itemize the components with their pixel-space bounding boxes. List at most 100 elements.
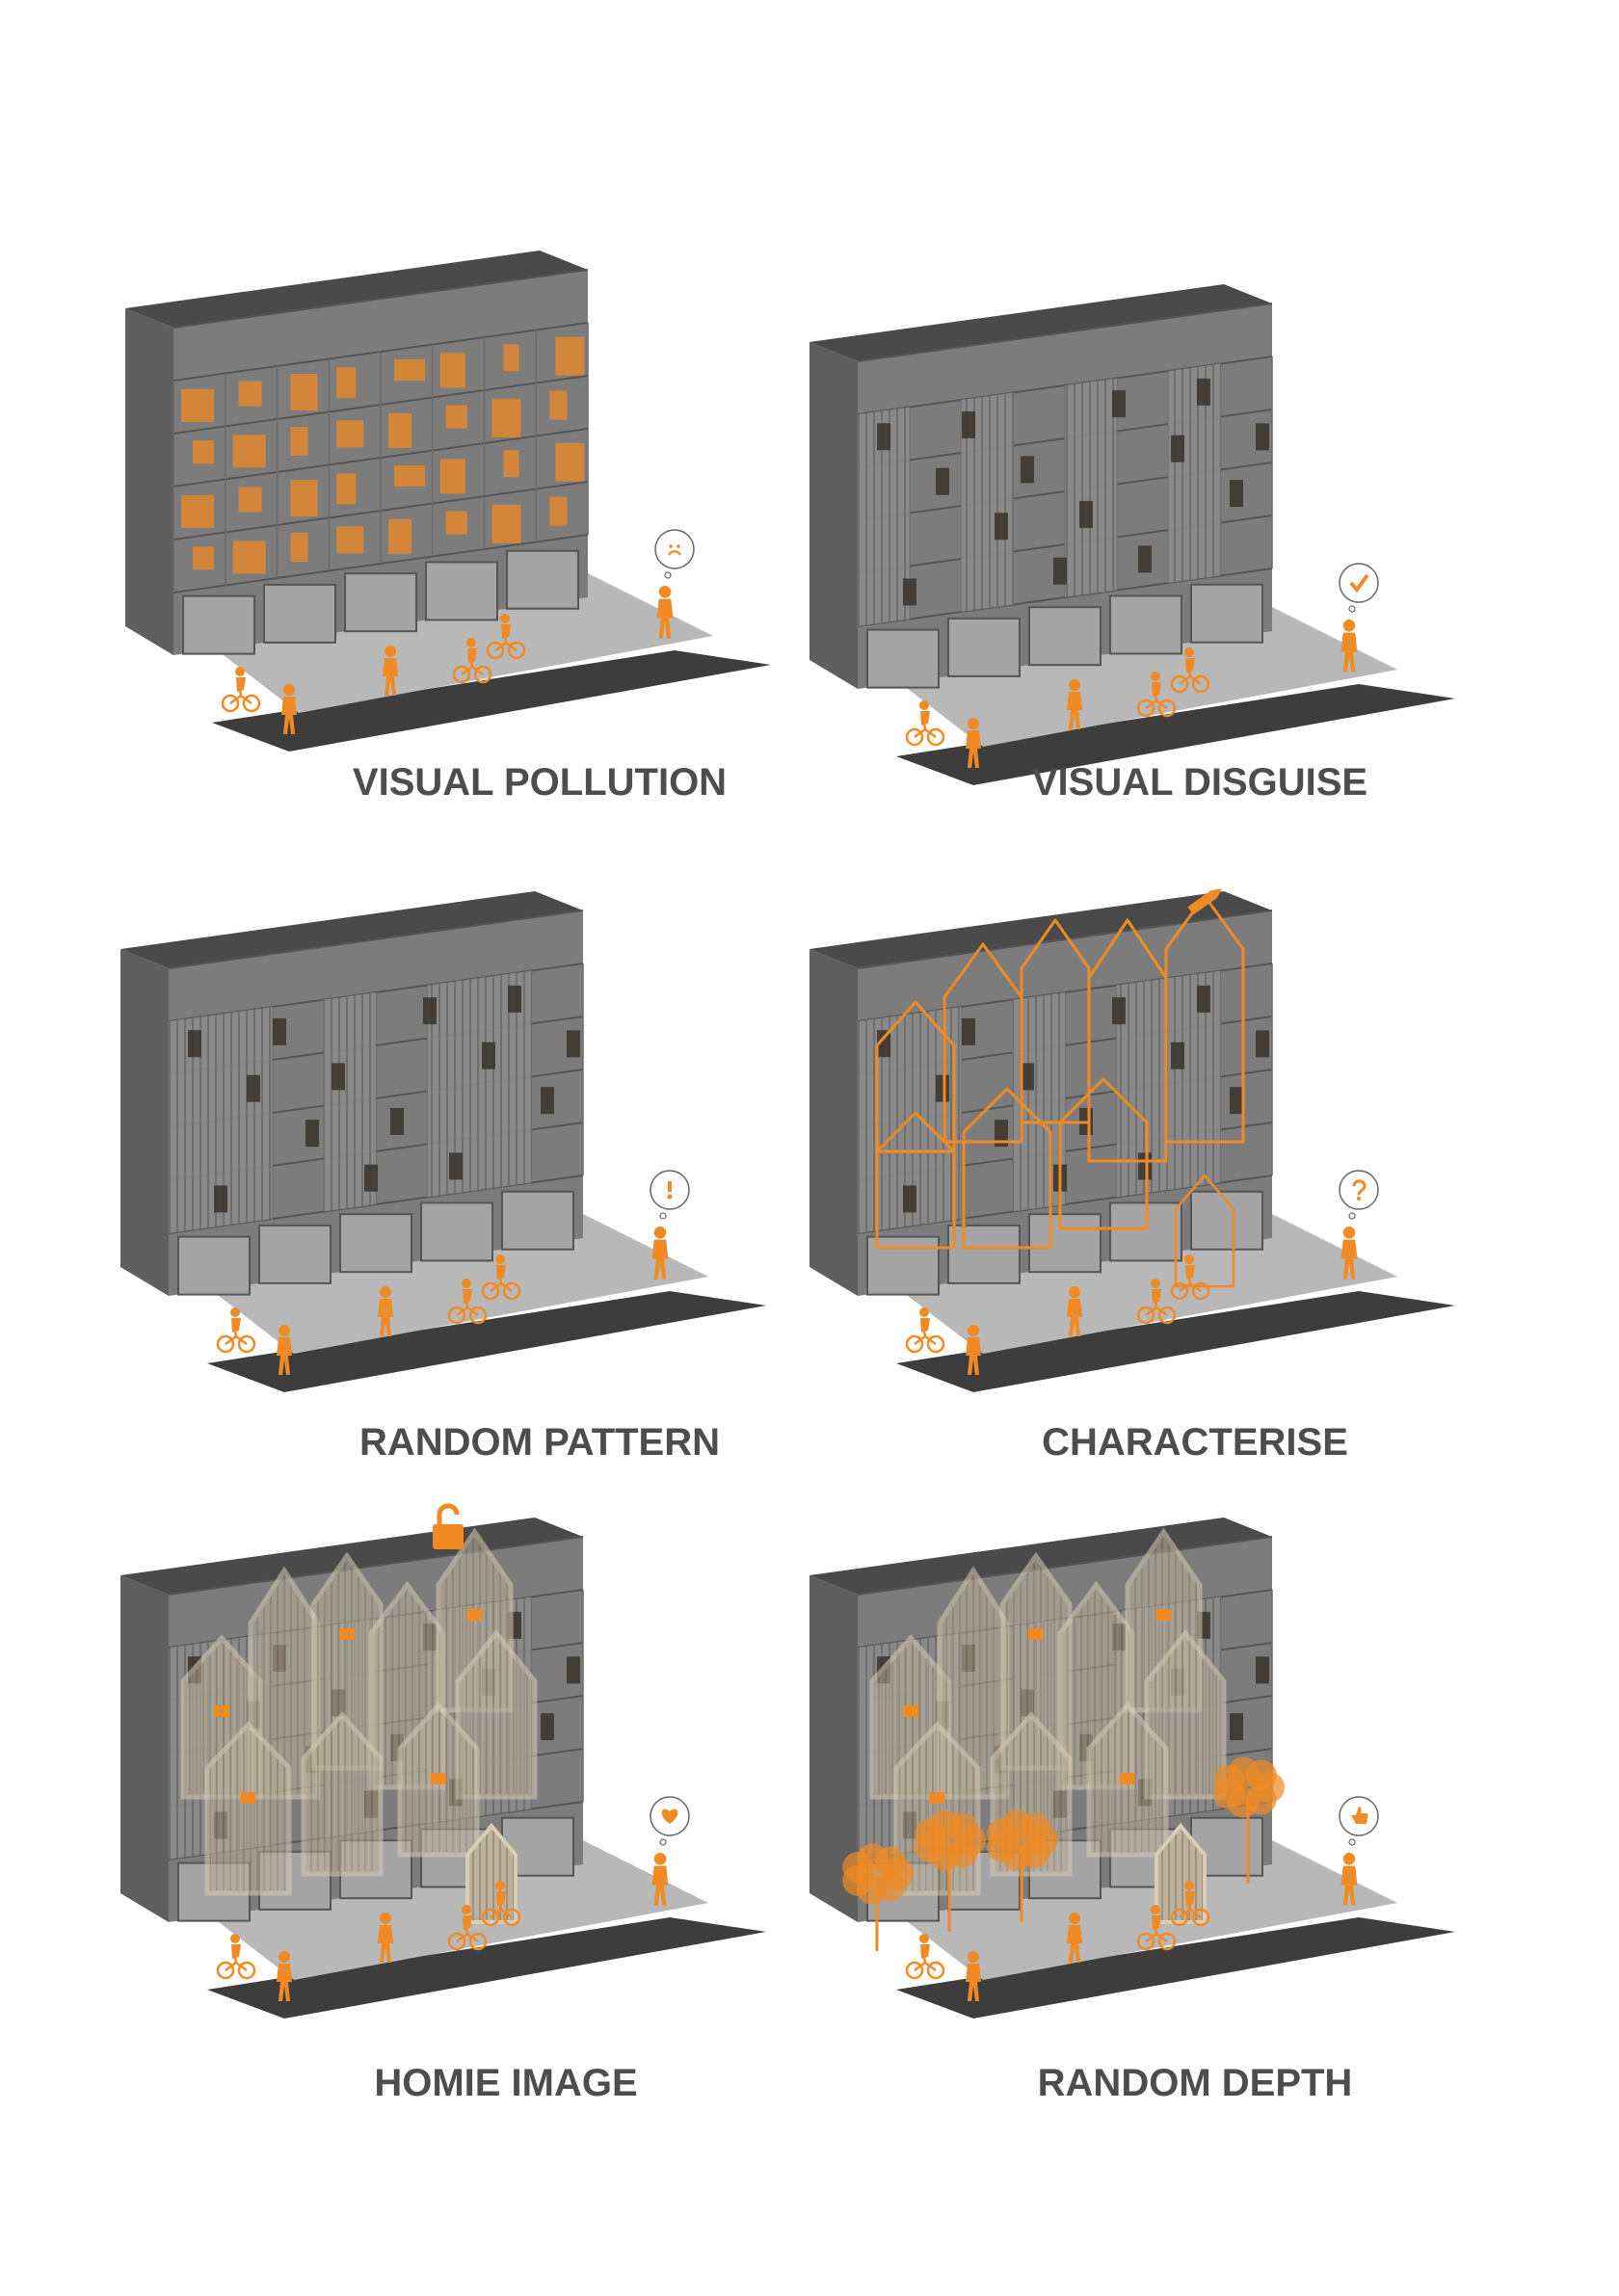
cyclist-body <box>920 711 930 726</box>
clutter-patch <box>336 420 363 447</box>
cyclist-head <box>1151 672 1160 681</box>
clutter-patch <box>549 391 567 420</box>
bubble-tail <box>1349 1839 1355 1845</box>
interior-accent <box>339 1628 355 1640</box>
building-side <box>125 308 173 655</box>
cyclist-head <box>919 700 929 710</box>
interior-accent <box>467 1609 483 1621</box>
occupant-silhouette <box>273 1018 286 1045</box>
panel-caption-visual-disguise: VISUAL DISGUISE <box>1032 761 1367 804</box>
padlock-icon <box>433 1506 464 1549</box>
bubble-tail <box>1349 606 1355 612</box>
cyclist-body <box>231 1944 241 1959</box>
shop-window <box>178 1237 250 1295</box>
pedestrian-head <box>283 684 295 696</box>
pedestrian-head <box>654 1227 667 1239</box>
slat-screen <box>1169 364 1221 584</box>
speech-bubble <box>650 1171 689 1219</box>
occupant-silhouette <box>877 423 890 450</box>
occupant-silhouette <box>1197 986 1210 1013</box>
pedestrian-head <box>1069 1286 1080 1298</box>
shop-window <box>1029 1214 1101 1272</box>
clutter-patch <box>181 389 214 422</box>
clutter-patch <box>446 512 467 535</box>
occupant-silhouette <box>1256 423 1269 450</box>
face-eye <box>669 544 673 548</box>
occupant-silhouette <box>188 1030 201 1057</box>
pedestrian-head <box>968 718 979 729</box>
cyclist-head <box>230 1934 240 1943</box>
pedestrian-head <box>380 1913 391 1924</box>
occupant-silhouette <box>962 1018 975 1045</box>
occupant-silhouette <box>1053 558 1067 585</box>
cyclist-body <box>236 677 246 692</box>
occupant-silhouette <box>995 513 1008 540</box>
clutter-patch <box>193 546 214 569</box>
pedestrian-head <box>385 646 396 657</box>
occupant-silhouette <box>1230 1087 1243 1114</box>
pedestrian-head <box>968 1951 979 1963</box>
clutter-patch <box>388 519 411 554</box>
bubble-circle <box>1340 1171 1378 1209</box>
shop-window <box>502 1192 573 1250</box>
clutter-patch <box>492 505 521 543</box>
clutter-patch <box>492 399 521 437</box>
shop-window <box>1029 607 1101 665</box>
occupant-silhouette <box>332 1063 345 1090</box>
exclamation-icon <box>668 1181 673 1200</box>
panel-caption-random-pattern: RANDOM PATTERN <box>359 1421 720 1464</box>
building-side <box>810 342 858 689</box>
occupant-silhouette <box>541 1713 554 1740</box>
pedestrian-head <box>659 586 672 598</box>
slat-screen <box>1169 971 1221 1191</box>
pedestrian-head <box>654 1853 667 1865</box>
cyclist-body <box>920 1318 930 1333</box>
occupant-silhouette <box>1138 1152 1152 1179</box>
clutter-patch <box>549 497 567 526</box>
building-side <box>120 1575 169 1922</box>
panel-homie-image <box>120 1506 766 2019</box>
clutter-patch <box>336 367 356 398</box>
clutter-patch <box>440 353 465 387</box>
clutter-patch <box>336 473 356 504</box>
clutter-patch <box>555 337 584 376</box>
cyclist-head <box>919 1307 929 1317</box>
panel-caption-visual-pollution: VISUAL POLLUTION <box>353 761 727 804</box>
clutter-patch <box>233 435 266 467</box>
panel-visual-pollution <box>125 251 771 752</box>
clutter-patch <box>291 427 308 456</box>
occupant-silhouette <box>903 1185 916 1212</box>
tree-foliage <box>875 1847 906 1878</box>
cyclist-head <box>495 1881 505 1890</box>
clutter-patch <box>504 344 519 371</box>
occupant-silhouette <box>390 1108 404 1135</box>
panel-visual-disguise <box>810 284 1455 785</box>
panel-random-depth <box>810 1517 1455 2019</box>
occupant-silhouette <box>508 986 521 1013</box>
occupant-silhouette <box>1112 390 1126 417</box>
occupant-silhouette <box>364 1165 378 1192</box>
cyclist-head <box>466 638 476 647</box>
face-eye <box>677 544 680 548</box>
cyclist-body <box>920 1944 930 1959</box>
shop-window <box>1191 585 1262 643</box>
slat-screen <box>221 1007 273 1227</box>
bubble-tail <box>660 1213 666 1219</box>
cyclist-head <box>919 1934 929 1943</box>
padlock-body <box>433 1524 464 1549</box>
cyclist-head <box>1151 1905 1160 1914</box>
shop-window <box>867 630 939 688</box>
clutter-patch <box>181 495 214 528</box>
panel-random-pattern <box>120 891 766 1392</box>
speech-bubble <box>655 530 694 578</box>
occupant-silhouette <box>305 1120 319 1147</box>
occupant-silhouette <box>903 578 916 605</box>
clutter-patch <box>504 450 519 477</box>
occupant-silhouette <box>423 997 437 1024</box>
occupant-silhouette <box>567 1030 580 1057</box>
pedestrian-head <box>1343 1227 1356 1239</box>
padlock-shackle <box>439 1506 457 1524</box>
bubble-tail <box>665 572 671 578</box>
occupant-silhouette <box>1256 1030 1269 1057</box>
clutter-patch <box>388 413 411 448</box>
